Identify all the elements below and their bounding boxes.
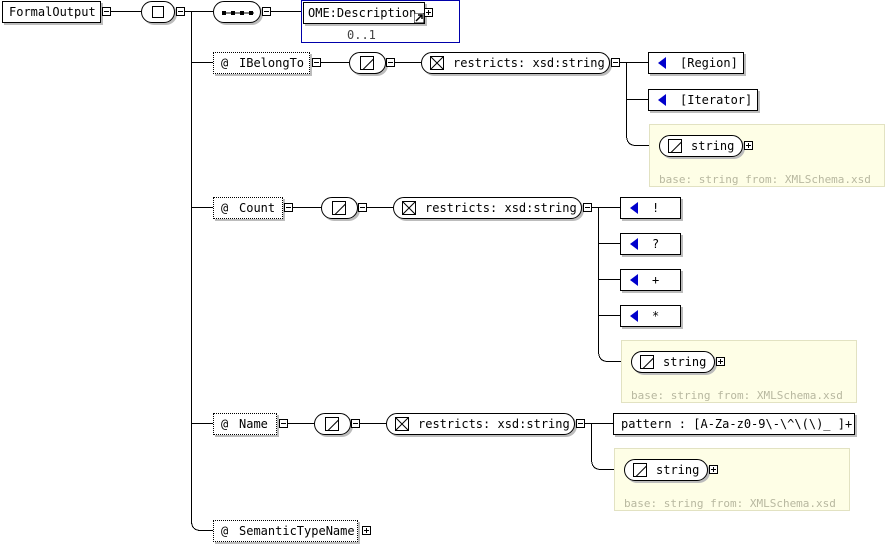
restriction-label: restricts: xsd:string bbox=[453, 56, 605, 70]
enumeration-icon bbox=[630, 310, 638, 322]
base-simple-type[interactable]: string bbox=[659, 135, 743, 157]
name-restriction-toggle[interactable] bbox=[576, 419, 585, 428]
name-simple-type[interactable] bbox=[314, 413, 351, 435]
simple-type-icon bbox=[668, 139, 682, 153]
count-collapse-toggle[interactable] bbox=[284, 203, 293, 212]
enum-exclamation[interactable]: ! bbox=[620, 197, 681, 219]
pattern-value: pattern : [A-Za-z0-9\-\^\(\)_ ]+ bbox=[621, 417, 853, 431]
restriction-icon bbox=[402, 201, 416, 215]
attribute-ibelongto[interactable]: @ IBelongTo bbox=[213, 52, 310, 74]
ibelongto-simple-type[interactable] bbox=[349, 52, 386, 74]
sequence-icon bbox=[222, 11, 254, 15]
attribute-name: IBelongTo bbox=[239, 56, 305, 70]
ibelongto-simple-type-toggle[interactable] bbox=[386, 58, 395, 67]
name-collapse-toggle[interactable] bbox=[279, 419, 288, 428]
enumeration-icon bbox=[630, 274, 638, 286]
enumeration-icon bbox=[630, 238, 638, 250]
ibelongto-restriction[interactable]: restricts: xsd:string bbox=[421, 52, 610, 74]
simple-type-icon bbox=[633, 463, 647, 477]
description-cardinality: 0..1 bbox=[347, 28, 376, 42]
simple-type-icon bbox=[332, 201, 346, 215]
root-collapse-toggle[interactable] bbox=[102, 7, 111, 16]
attribute-name-label: Name bbox=[239, 417, 268, 431]
enum-star[interactable]: * bbox=[620, 305, 681, 327]
name-restriction[interactable]: restricts: xsd:string bbox=[386, 413, 575, 435]
enum-question[interactable]: ? bbox=[620, 233, 681, 255]
name-base-panel: string base: string from: XMLSchema.xsd bbox=[614, 448, 850, 511]
enumeration-icon bbox=[658, 94, 666, 106]
description-expand-toggle[interactable] bbox=[424, 8, 433, 17]
attribute-semantictypename[interactable]: @ SemanticTypeName bbox=[213, 520, 358, 542]
attribute-prefix: @ bbox=[221, 201, 229, 215]
base-note: base: string from: XMLSchema.xsd bbox=[624, 497, 836, 510]
attribute-name[interactable]: @ Name bbox=[213, 413, 277, 435]
attribute-prefix: @ bbox=[221, 417, 229, 431]
base-type-name: string bbox=[656, 463, 700, 477]
base-type-name: string bbox=[663, 355, 707, 369]
ibelongto-restriction-toggle[interactable] bbox=[611, 58, 620, 67]
count-simple-type[interactable] bbox=[321, 197, 358, 219]
simple-type-icon bbox=[640, 355, 654, 369]
restriction-label: restricts: xsd:string bbox=[425, 201, 577, 215]
enum-plus[interactable]: + bbox=[620, 269, 681, 291]
count-base-panel: string base: string from: XMLSchema.xsd bbox=[621, 340, 857, 403]
attribute-name: SemanticTypeName bbox=[239, 524, 355, 538]
sequence-compositor[interactable] bbox=[213, 1, 261, 23]
ibelongto-collapse-toggle[interactable] bbox=[312, 58, 321, 67]
restriction-icon bbox=[430, 56, 444, 70]
restriction-icon bbox=[395, 417, 409, 431]
count-simple-type-toggle[interactable] bbox=[358, 203, 367, 212]
description-label: OME:Description bbox=[308, 6, 417, 20]
semantictypename-expand-toggle[interactable] bbox=[362, 526, 371, 535]
description-element-group: OME:Description 0..1 bbox=[301, 0, 460, 43]
base-simple-type[interactable]: string bbox=[631, 351, 715, 373]
enum-value: * bbox=[652, 309, 660, 323]
root-element-label: FormalOutput bbox=[9, 5, 96, 19]
enum-value: + bbox=[652, 273, 660, 287]
simple-type-icon bbox=[360, 56, 374, 70]
all-compositor[interactable] bbox=[141, 1, 175, 23]
base-type-expand-toggle[interactable] bbox=[716, 357, 725, 366]
base-note: base: string from: XMLSchema.xsd bbox=[631, 389, 843, 402]
name-simple-type-toggle[interactable] bbox=[351, 419, 360, 428]
enumeration-icon bbox=[658, 57, 666, 69]
base-simple-type[interactable]: string bbox=[624, 459, 708, 481]
attribute-name: Count bbox=[239, 201, 276, 215]
all-compositor-collapse-toggle[interactable] bbox=[176, 7, 185, 16]
all-compositor-icon bbox=[152, 6, 164, 18]
enum-value: ! bbox=[652, 201, 660, 215]
restriction-label: restricts: xsd:string bbox=[418, 417, 570, 431]
enum-value: [Iterator] bbox=[680, 93, 753, 107]
base-type-name: string bbox=[691, 139, 735, 153]
base-type-expand-toggle[interactable] bbox=[744, 141, 753, 150]
enum-region[interactable]: [Region] bbox=[648, 52, 744, 74]
name-pattern-facet[interactable]: pattern : [A-Za-z0-9\-\^\(\)_ ]+ bbox=[613, 413, 855, 435]
attribute-count[interactable]: @ Count bbox=[213, 197, 283, 219]
base-type-expand-toggle[interactable] bbox=[709, 465, 718, 474]
root-element-formaloutput[interactable]: FormalOutput bbox=[2, 1, 101, 23]
ibelongto-base-panel: string base: string from: XMLSchema.xsd bbox=[649, 124, 885, 187]
base-note: base: string from: XMLSchema.xsd bbox=[659, 173, 871, 186]
enum-iterator[interactable]: [Iterator] bbox=[648, 89, 758, 111]
enum-value: [Region] bbox=[680, 56, 738, 70]
sequence-collapse-toggle[interactable] bbox=[262, 7, 271, 16]
count-restriction[interactable]: restricts: xsd:string bbox=[393, 197, 582, 219]
link-arrow-icon bbox=[414, 13, 424, 23]
simple-type-icon bbox=[325, 417, 339, 431]
attribute-prefix: @ bbox=[221, 524, 229, 538]
enumeration-icon bbox=[630, 202, 638, 214]
enum-value: ? bbox=[652, 237, 660, 251]
attribute-prefix: @ bbox=[221, 56, 229, 70]
count-restriction-toggle[interactable] bbox=[583, 203, 592, 212]
description-element[interactable]: OME:Description bbox=[303, 2, 425, 24]
